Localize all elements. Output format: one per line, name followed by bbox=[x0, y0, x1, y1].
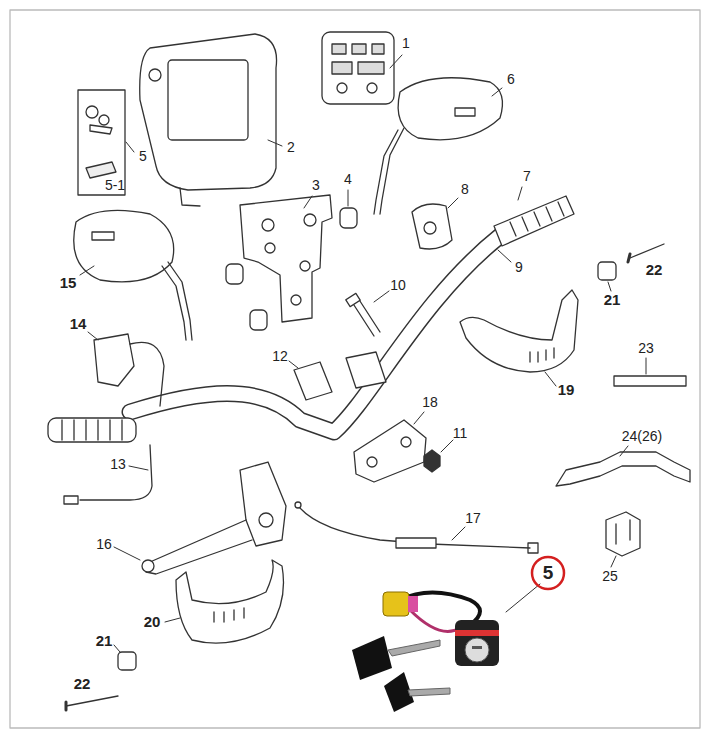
upper-clamp bbox=[294, 352, 386, 400]
callout-number: 4 bbox=[343, 172, 353, 187]
bolt bbox=[346, 293, 380, 336]
handlebar-pad bbox=[556, 452, 690, 486]
callout-number: 1 bbox=[401, 36, 411, 51]
callout-number: 9 bbox=[514, 260, 524, 275]
callout-number: 17 bbox=[464, 511, 482, 526]
callout-number: 5-1 bbox=[104, 178, 126, 193]
callout-number: 22 bbox=[73, 676, 92, 693]
ignition-switch-photo bbox=[352, 557, 564, 712]
callout-number: 6 bbox=[506, 72, 516, 87]
handlebar bbox=[130, 236, 500, 432]
callout-number: 21 bbox=[603, 292, 622, 309]
callout-number: 5 bbox=[542, 563, 555, 584]
callout-number: 16 bbox=[95, 537, 113, 552]
nut bbox=[424, 450, 440, 472]
lower-clamp bbox=[354, 420, 426, 482]
callout-number: 18 bbox=[421, 395, 439, 410]
callout-number: 12 bbox=[271, 349, 289, 364]
left-mirror bbox=[74, 210, 192, 340]
callout-number: 2 bbox=[286, 140, 296, 155]
callout-number: 24(26) bbox=[621, 429, 663, 444]
mount-bracket bbox=[240, 195, 332, 322]
right-hand-guard bbox=[460, 290, 578, 372]
right-mirror bbox=[374, 78, 502, 214]
callout-number: 3 bbox=[311, 178, 321, 193]
callout-number: 13 bbox=[109, 457, 127, 472]
dash-housing bbox=[140, 34, 277, 206]
callout-number: 14 bbox=[69, 316, 88, 333]
right-switch bbox=[412, 204, 452, 249]
clutch-cable bbox=[295, 502, 538, 553]
throttle-cable bbox=[64, 445, 152, 504]
callout-number: 21 bbox=[95, 633, 114, 650]
callout-number: 20 bbox=[143, 614, 162, 631]
callout-number: 15 bbox=[59, 275, 78, 292]
brake-lever bbox=[142, 462, 286, 574]
throttle-housing bbox=[94, 334, 164, 406]
callout-number: 5 bbox=[138, 149, 148, 164]
leader-line bbox=[80, 55, 646, 652]
callout-number: 25 bbox=[601, 569, 619, 584]
highlight-circle bbox=[532, 557, 564, 589]
callout-number: 8 bbox=[460, 182, 470, 197]
callout-number: 22 bbox=[645, 262, 664, 279]
callout-number: 10 bbox=[389, 278, 407, 293]
callout-number: 19 bbox=[557, 382, 576, 399]
right-grip bbox=[494, 196, 574, 246]
spacer-and-bolt bbox=[598, 244, 664, 280]
frame bbox=[10, 10, 700, 728]
switch-box bbox=[322, 32, 394, 104]
bar-pad bbox=[614, 376, 686, 386]
left-grip bbox=[48, 418, 136, 442]
left-hand-guard bbox=[176, 560, 284, 643]
spacer-and-bolt bbox=[66, 652, 136, 710]
callout-number: 23 bbox=[637, 341, 655, 356]
rubber-bush bbox=[226, 208, 357, 330]
clip bbox=[606, 512, 640, 556]
callout-number: 11 bbox=[452, 426, 469, 441]
callout-number: 7 bbox=[522, 169, 532, 184]
